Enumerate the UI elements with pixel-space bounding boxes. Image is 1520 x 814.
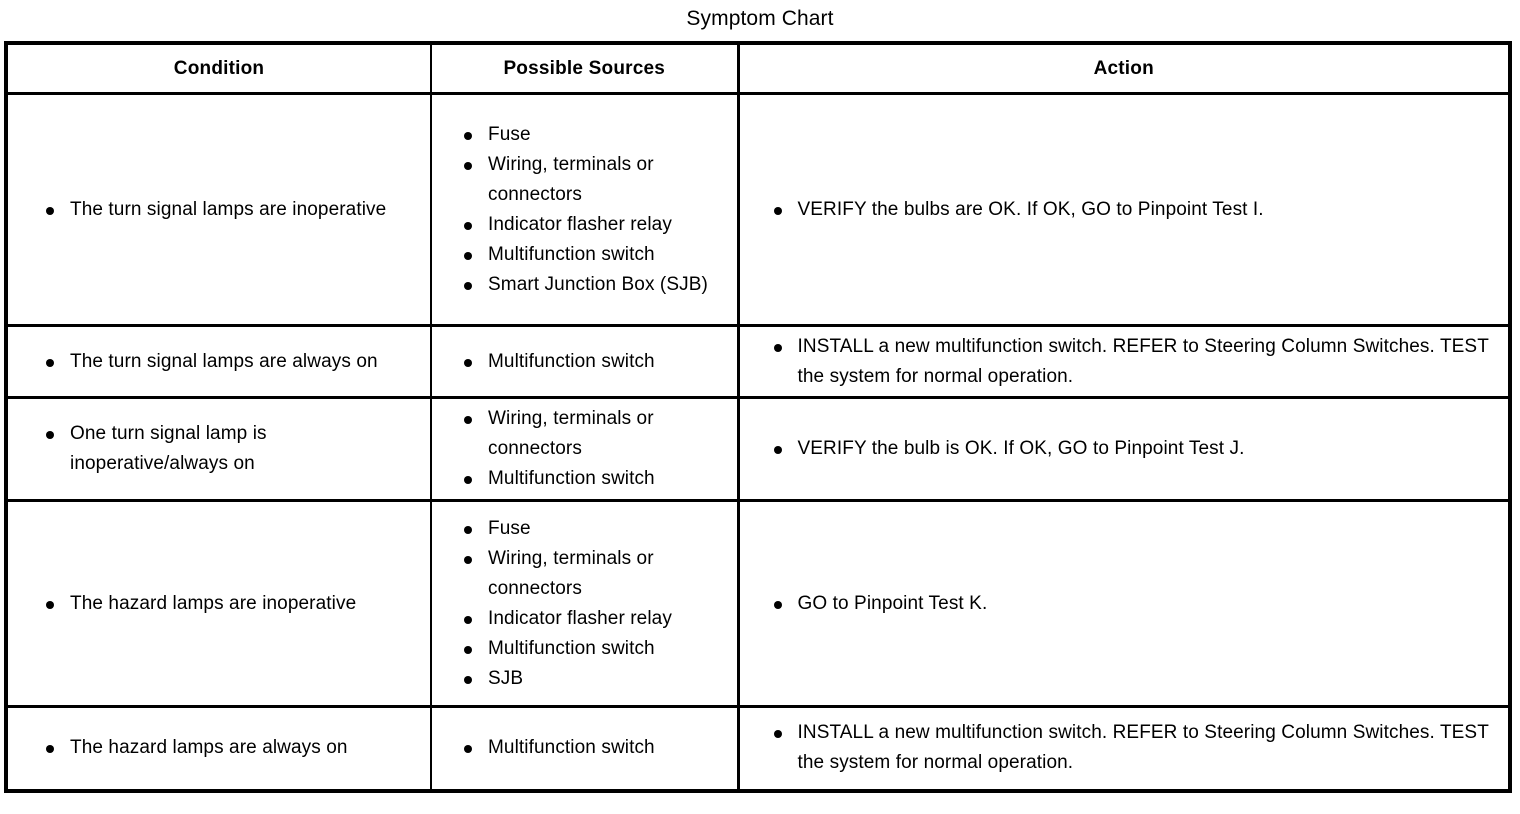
table-header: Condition Possible Sources Action [8, 45, 1508, 95]
cell-action: VERIFY the bulbs are OK. If OK, GO to Pi… [738, 93, 1508, 327]
action-list: VERIFY the bulbs are OK. If OK, GO to Pi… [764, 195, 1499, 225]
action-list: INSTALL a new multifunction switch. REFE… [764, 332, 1499, 392]
sources-list: Fuse Wiring, terminals or connectors Ind… [454, 514, 731, 694]
list-item: Smart Junction Box (SJB) [454, 270, 731, 300]
action-list: VERIFY the bulb is OK. If OK, GO to Pinp… [764, 434, 1499, 464]
action-list: INSTALL a new multifunction switch. REFE… [764, 718, 1499, 778]
condition-list: The turn signal lamps are always on [38, 347, 420, 377]
list-item: The hazard lamps are always on [38, 733, 420, 763]
condition-list: The hazard lamps are always on [38, 733, 420, 763]
list-item: INSTALL a new multifunction switch. REFE… [764, 332, 1499, 392]
condition-list: One turn signal lamp is inoperative/alwa… [38, 419, 420, 479]
list-item: Multifunction switch [454, 634, 731, 664]
sources-list: Multifunction switch [454, 733, 731, 763]
list-item: The turn signal lamps are inoperative [38, 195, 420, 225]
list-item: The turn signal lamps are always on [38, 347, 420, 377]
list-item: Multifunction switch [454, 347, 731, 377]
cell-possible-sources: Wiring, terminals or connectors Multifun… [431, 397, 740, 502]
table-row: The turn signal lamps are always on Mult… [8, 325, 1508, 399]
cell-action: INSTALL a new multifunction switch. REFE… [738, 706, 1508, 789]
action-list: GO to Pinpoint Test K. [764, 589, 1499, 619]
list-item: SJB [454, 664, 731, 694]
sources-list: Wiring, terminals or connectors Multifun… [454, 404, 731, 494]
cell-possible-sources: Fuse Wiring, terminals or connectors Ind… [431, 500, 740, 708]
column-header-possible-sources: Possible Sources [431, 45, 740, 95]
condition-list: The turn signal lamps are inoperative [38, 195, 420, 225]
cell-condition: The hazard lamps are always on [8, 706, 432, 789]
cell-action: INSTALL a new multifunction switch. REFE… [738, 325, 1508, 399]
list-item: GO to Pinpoint Test K. [764, 589, 1499, 619]
list-item: INSTALL a new multifunction switch. REFE… [764, 718, 1499, 778]
sources-list: Fuse Wiring, terminals or connectors Ind… [454, 120, 731, 300]
list-item: Indicator flasher relay [454, 604, 731, 634]
header-row: Condition Possible Sources Action [8, 45, 1508, 95]
table-row: The hazard lamps are always on Multifunc… [8, 706, 1508, 789]
cell-condition: One turn signal lamp is inoperative/alwa… [8, 397, 432, 502]
list-item: Fuse [454, 514, 731, 544]
list-item: Multifunction switch [454, 464, 731, 494]
list-item: Multifunction switch [454, 733, 731, 763]
symptom-table-container: Condition Possible Sources Action The tu… [4, 41, 1512, 793]
list-item: Wiring, terminals or connectors [454, 150, 731, 210]
list-item: Multifunction switch [454, 240, 731, 270]
list-item: Wiring, terminals or connectors [454, 544, 731, 604]
symptom-table: Condition Possible Sources Action The tu… [8, 45, 1508, 789]
cell-possible-sources: Multifunction switch [431, 325, 740, 399]
list-item: The hazard lamps are inoperative [38, 589, 420, 619]
list-item: VERIFY the bulbs are OK. If OK, GO to Pi… [764, 195, 1499, 225]
list-item: Wiring, terminals or connectors [454, 404, 731, 464]
sources-list: Multifunction switch [454, 347, 731, 377]
cell-condition: The turn signal lamps are always on [8, 325, 432, 399]
list-item: VERIFY the bulb is OK. If OK, GO to Pinp… [764, 434, 1499, 464]
page-title: Symptom Chart [686, 7, 834, 30]
table-row: One turn signal lamp is inoperative/alwa… [8, 397, 1508, 502]
table-body: The turn signal lamps are inoperative Fu… [8, 93, 1508, 789]
table-row: The turn signal lamps are inoperative Fu… [8, 93, 1508, 327]
column-header-condition: Condition [8, 45, 432, 95]
condition-list: The hazard lamps are inoperative [38, 589, 420, 619]
list-item: Fuse [454, 120, 731, 150]
cell-action: VERIFY the bulb is OK. If OK, GO to Pinp… [738, 397, 1508, 502]
cell-condition: The hazard lamps are inoperative [8, 500, 432, 708]
table-row: The hazard lamps are inoperative Fuse Wi… [8, 500, 1508, 708]
list-item: Indicator flasher relay [454, 210, 731, 240]
list-item: One turn signal lamp is inoperative/alwa… [38, 419, 420, 479]
cell-action: GO to Pinpoint Test K. [738, 500, 1508, 708]
cell-possible-sources: Fuse Wiring, terminals or connectors Ind… [431, 93, 740, 327]
column-header-action: Action [738, 45, 1508, 95]
cell-condition: The turn signal lamps are inoperative [8, 93, 432, 327]
cell-possible-sources: Multifunction switch [431, 706, 740, 789]
